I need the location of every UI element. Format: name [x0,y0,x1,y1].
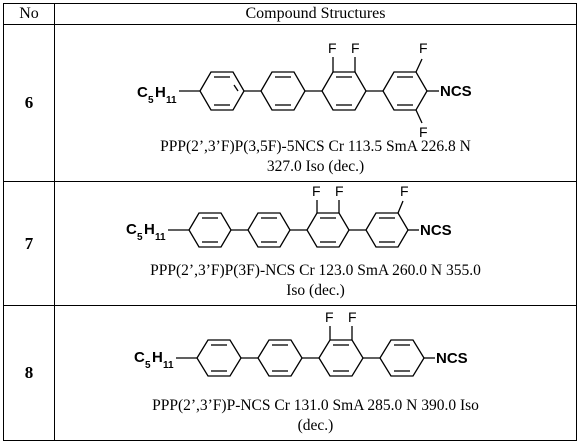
ncs-label: NCS [440,83,472,100]
molecule-structure-8: C 5 H 11 [134,309,468,377]
caption-line: PPP(2’,3’F)P-NCS Cr 131.0 SmA 285.0 N 39… [152,397,479,414]
table-row: 8 C 5 H 11 [3,305,577,441]
compound-number: 8 [3,305,55,441]
caption-line: PPP(2’,3’F)P(3,5F)-5NCS Cr 113.5 SmA 226… [160,138,471,155]
compound-caption: PPP(2’,3’F)P(3,5F)-5NCS Cr 113.5 SmA 226… [55,137,576,177]
alkyl-h: H [152,349,163,366]
structure-cell: C 5 H 11 [54,305,577,441]
ncs-label: NCS [420,222,452,239]
fluorine-label: F [351,40,360,56]
compound-caption: PPP(2’,3’F)P-NCS Cr 131.0 SmA 285.0 N 39… [55,396,576,436]
alkyl-c: C [137,84,148,101]
alkyl-sub1: 5 [145,360,151,371]
alkyl-sub2: 11 [166,95,177,106]
alkyl-sub1: 5 [148,95,154,106]
fluorine-label: F [348,309,357,325]
caption-line: PPP(2’,3’F)P(3F)-NCS Cr 123.0 SmA 260.0 … [150,262,481,279]
compound-number: 7 [3,181,55,306]
alkyl-h: H [155,84,166,101]
table-row: 6 C 5 H 11 [3,24,577,182]
fluorine-label: F [335,183,344,199]
molecule-structure-7: C 5 H 11 [126,183,452,248]
table-row: 7 C 5 H 11 [3,181,577,306]
fluorine-label: F [325,309,334,325]
compound-number: 6 [3,24,55,182]
caption-line: 327.0 Iso (dec.) [266,158,365,175]
header-structures: Compound Structures [54,3,577,25]
caption-line: Iso (dec.) [286,282,345,299]
compound-table: No Compound Structures 6 C 5 H 11 [3,3,577,441]
alkyl-sub1: 5 [137,232,143,243]
fluorine-label: F [419,40,428,56]
molecule-structure-6: C 5 H 11 [137,40,472,140]
ncs-label: NCS [436,350,468,367]
structure-cell: C 5 H 11 [54,181,577,306]
alkyl-c: C [134,349,145,366]
alkyl-sub2: 11 [163,360,174,371]
fluorine-label: F [328,40,337,56]
alkyl-h: H [144,221,155,238]
compound-caption: PPP(2’,3’F)P(3F)-NCS Cr 123.0 SmA 260.0 … [55,261,576,301]
header-no: No [3,3,55,25]
fluorine-label: F [400,183,409,199]
alkyl-c: C [126,221,137,238]
alkyl-sub2: 11 [155,232,166,243]
header-row: No Compound Structures [3,3,577,25]
fluorine-label: F [419,124,428,140]
structure-cell: C 5 H 11 [54,24,577,182]
fluorine-label: F [312,183,321,199]
caption-line: (dec.) [297,417,334,434]
